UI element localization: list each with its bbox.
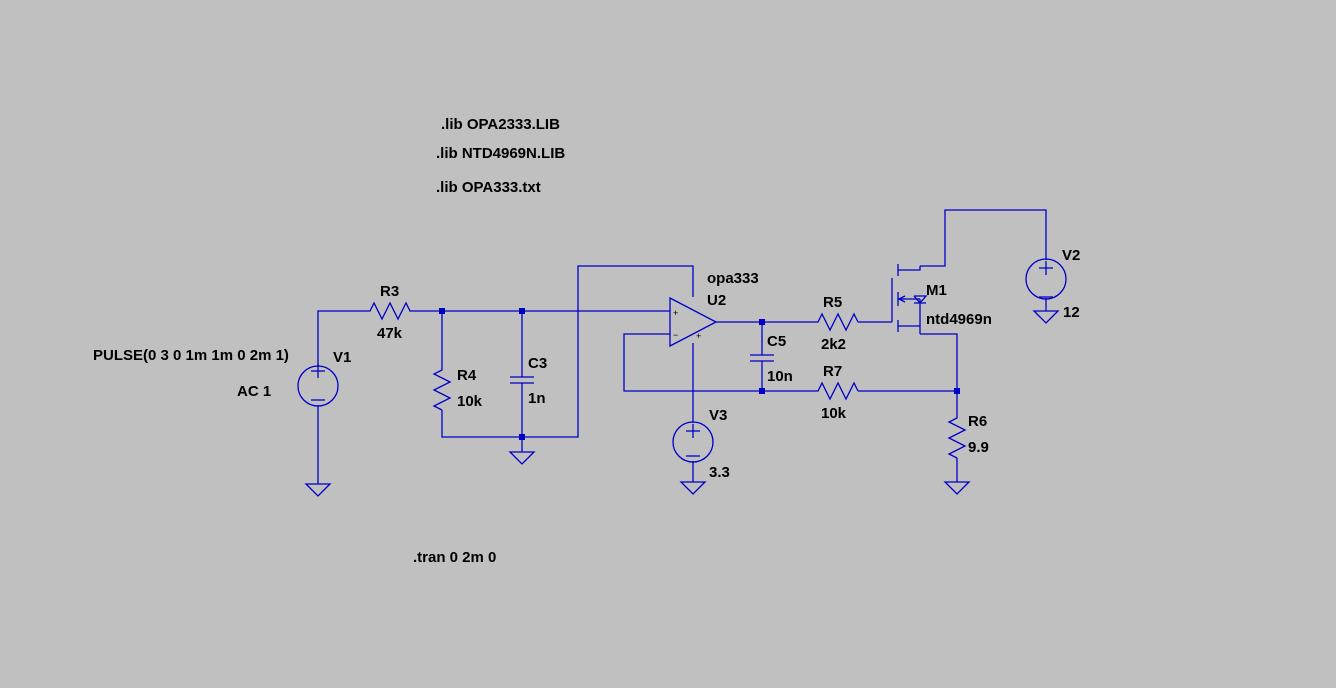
junctions (439, 308, 960, 440)
mosfet-m1[interactable] (891, 264, 928, 334)
capacitor-c3[interactable] (510, 376, 534, 384)
junction-dot[interactable] (519, 434, 525, 440)
voltage-source-v3[interactable] (672, 421, 714, 463)
c3-value-label[interactable]: 1n (528, 390, 546, 407)
v2-name-label[interactable]: V2 (1062, 247, 1080, 264)
m1-model-label[interactable]: ntd4969n (926, 311, 992, 328)
v3-name-label[interactable]: V3 (709, 407, 727, 424)
v3-value-label[interactable]: 3.3 (709, 464, 730, 481)
opamp-minus-pin-label: − (673, 330, 678, 340)
r4-value-label[interactable]: 10k (457, 393, 483, 410)
voltage-source-v1[interactable] (297, 364, 339, 407)
directive-lib-opa2333[interactable]: .lib OPA2333.LIB (441, 116, 560, 133)
junction-dot[interactable] (519, 308, 525, 314)
u2-model-label[interactable]: opa333 (707, 270, 759, 287)
v2-value-label[interactable]: 12 (1063, 304, 1080, 321)
opamp-u2[interactable]: + − + (669, 296, 718, 348)
ground-symbol (943, 481, 971, 495)
r7-value-label[interactable]: 10k (821, 405, 847, 422)
junction-dot[interactable] (759, 388, 765, 394)
r3-value-label[interactable]: 47k (377, 325, 403, 342)
resistor-r4[interactable] (432, 362, 452, 411)
opamp-supply-plus-label: + (696, 331, 701, 341)
resistor-r7[interactable] (812, 381, 859, 401)
resistor-r5[interactable] (812, 312, 859, 332)
capacitor-c5[interactable] (750, 354, 774, 362)
wire-r4-bottom[interactable] (441, 265, 694, 438)
ground-symbol (679, 481, 707, 495)
v1-name-label[interactable]: V1 (333, 349, 351, 366)
r6-value-label[interactable]: 9.9 (968, 439, 989, 456)
junction-dot[interactable] (759, 319, 765, 325)
r4-name-label[interactable]: R4 (457, 367, 477, 384)
v1-ac-label[interactable]: AC 1 (237, 383, 271, 400)
ground-symbol (508, 451, 536, 465)
ground-symbol (304, 483, 332, 497)
r6-name-label[interactable]: R6 (968, 413, 987, 430)
c5-value-label[interactable]: 10n (767, 368, 793, 385)
junction-dot[interactable] (439, 308, 445, 314)
r3-name-label[interactable]: R3 (380, 283, 399, 300)
c3-name-label[interactable]: C3 (528, 355, 547, 372)
voltage-source-v2[interactable] (1025, 258, 1067, 300)
directive-tran[interactable]: .tran 0 2m 0 (413, 549, 496, 566)
c5-name-label[interactable]: C5 (767, 333, 786, 350)
wire-source[interactable] (920, 333, 958, 410)
resistor-r3[interactable] (358, 301, 418, 321)
resistor-r6[interactable] (947, 410, 967, 459)
r7-name-label[interactable]: R7 (823, 363, 842, 380)
v1-value-label[interactable]: PULSE(0 3 0 1m 1m 0 2m 1) (93, 347, 289, 364)
directive-lib-opa333[interactable]: .lib OPA333.txt (436, 179, 541, 196)
u2-name-label[interactable]: U2 (707, 292, 726, 309)
wire-v1-r3[interactable] (317, 310, 358, 367)
m1-name-label[interactable]: M1 (926, 282, 947, 299)
opamp-plus-pin-label: + (673, 308, 678, 318)
wire-drain[interactable] (920, 209, 1047, 267)
labels: .lib OPA2333.LIB .lib NTD4969N.LIB .lib … (93, 116, 1080, 566)
r5-name-label[interactable]: R5 (823, 294, 842, 311)
ground-symbol (1032, 310, 1060, 324)
wires (317, 209, 1047, 484)
r5-value-label[interactable]: 2k2 (821, 336, 846, 353)
directive-lib-ntd4969n[interactable]: .lib NTD4969N.LIB (436, 145, 565, 162)
junction-dot[interactable] (954, 388, 960, 394)
